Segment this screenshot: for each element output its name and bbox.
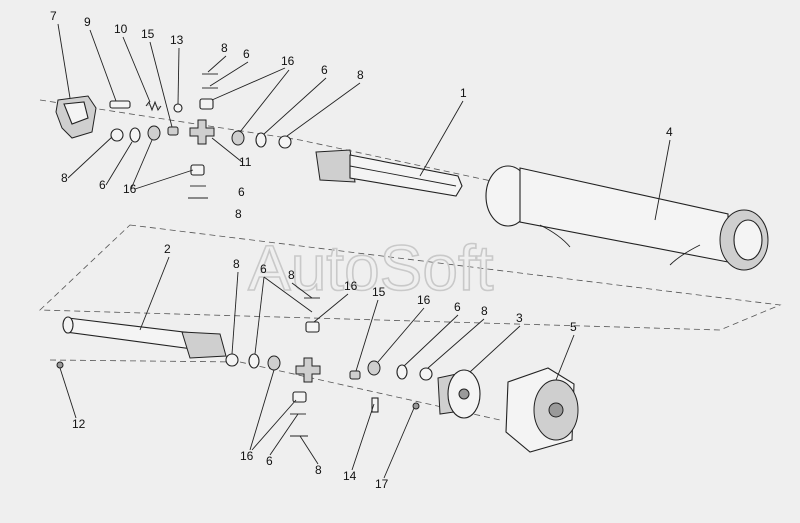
callout-c2: 2: [164, 242, 171, 256]
callout-c8-bot: 8: [315, 463, 322, 477]
callout-c16-low-a: 16: [344, 279, 358, 293]
callout-c8-top-a: 8: [221, 41, 228, 55]
part-2-outer-shaft: [56, 316, 227, 369]
part-11-cross: [189, 119, 215, 145]
part-8-snapring-d: [419, 367, 433, 381]
callout-c8-left: 8: [61, 171, 68, 185]
part-16-cup-b: [231, 130, 245, 146]
part-16-bearing-bottom: [190, 164, 205, 176]
callout-c16-top-a: 16: [281, 54, 295, 68]
part-1-inner-shaft: [315, 149, 463, 197]
top-yoke-assembly: [55, 73, 292, 199]
callout-c6-mid-a: 6: [238, 185, 245, 199]
part-16-bearing-top: [199, 98, 214, 110]
callout-c7-top: 7: [50, 9, 57, 23]
fasteners: [371, 397, 420, 413]
part-cross-lower: [295, 357, 321, 383]
callout-c16-left: 16: [123, 182, 137, 196]
part-6-seal-c: [248, 353, 260, 369]
callout-c3: 3: [516, 311, 523, 325]
callout-c15-top: 15: [141, 27, 155, 41]
part-4-guard-tube: [485, 165, 769, 271]
callout-c10-top: 10: [114, 22, 128, 36]
part-15-fitting: [167, 126, 179, 136]
callout-c9-top: 9: [84, 15, 91, 29]
callout-c8-top-b: 8: [357, 68, 364, 82]
callout-c4: 4: [666, 125, 673, 139]
callout-c16-low-b: 16: [417, 293, 431, 307]
part-3-flange-yoke: [437, 369, 481, 419]
part-6-seal-b: [255, 132, 267, 148]
callout-c17: 17: [375, 477, 389, 491]
callout-c14: 14: [343, 469, 357, 483]
part-16-bearing-d: [292, 391, 307, 403]
callout-c8-low-b: 8: [288, 268, 295, 282]
part-16-cup-a: [147, 125, 161, 141]
callout-c8-low-a: 8: [233, 257, 240, 271]
callout-c8-low-c: 8: [481, 304, 488, 318]
part-14-bolt: [371, 397, 379, 413]
part-5-clutch: [505, 367, 579, 453]
part-8-snapring-b: [278, 135, 292, 149]
part-17-nut: [412, 402, 420, 410]
part-8-snapring-c: [225, 353, 239, 367]
callout-c15-low: 15: [372, 285, 386, 299]
part-10-spring: [145, 100, 162, 112]
watermark-text: AutoSoft: [248, 232, 494, 304]
callout-c12: 12: [72, 417, 86, 431]
part-16-cup-d: [367, 360, 381, 376]
part-6-seal-d: [396, 364, 408, 380]
part-16-cup-c: [267, 355, 281, 371]
callout-c8-mid-a: 8: [235, 207, 242, 221]
callout-c16-bot: 16: [240, 449, 254, 463]
callout-c6-top-a: 6: [243, 47, 250, 61]
callout-c6-low-a: 6: [260, 262, 267, 276]
callout-c11: 11: [239, 155, 252, 169]
callout-c5: 5: [570, 320, 577, 334]
part-13-ring: [173, 103, 183, 113]
leader-lines: [57, 23, 671, 479]
callout-c1: 1: [460, 86, 467, 100]
assembly-axis-lines: [39, 99, 782, 421]
callout-c6-left: 6: [99, 178, 106, 192]
part-8-snapring-a: [110, 128, 124, 142]
callout-c13-top: 13: [170, 33, 184, 47]
callout-c6-bot: 6: [266, 454, 273, 468]
part-15-fitting-b: [349, 370, 361, 380]
part-9-pin: [109, 100, 131, 109]
callout-c6-top-b: 6: [321, 63, 328, 77]
part-6-seal-a: [129, 127, 141, 143]
part-16-bearing-c: [305, 321, 320, 333]
callout-c6-low-b: 6: [454, 300, 461, 314]
